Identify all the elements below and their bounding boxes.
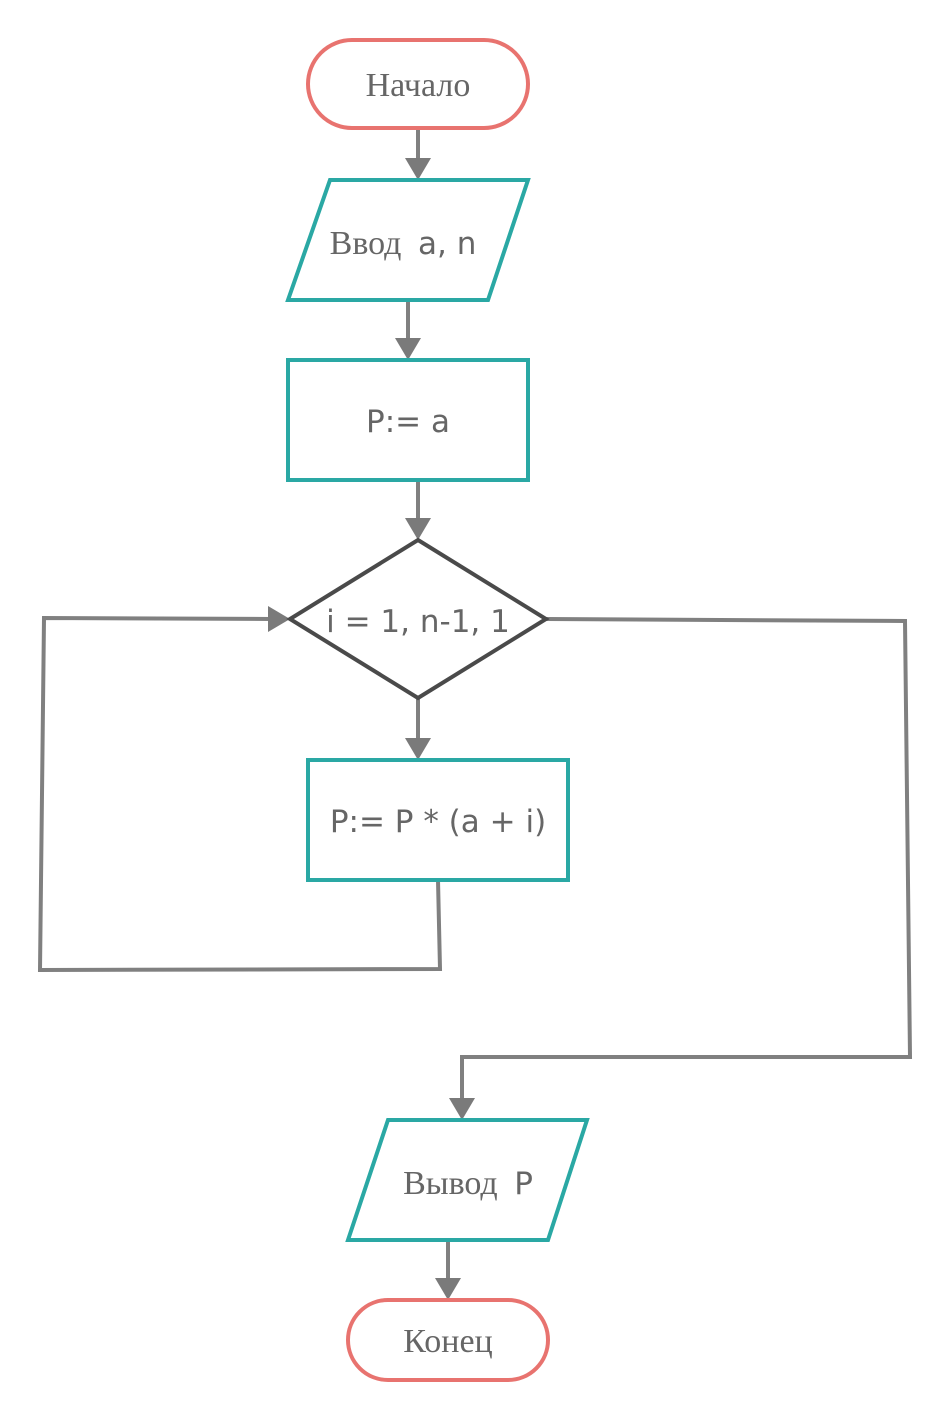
input-parallelogram bbox=[285, 178, 531, 302]
node-init-label: P:= a bbox=[366, 404, 450, 440]
node-input-label-word: Ввод bbox=[330, 225, 402, 262]
node-loop[interactable]: i = 1, n-1, 1 bbox=[286, 537, 550, 701]
arrowhead-icon bbox=[395, 338, 421, 360]
node-input-label: Ввод a, n bbox=[330, 225, 477, 262]
node-output-label: Вывод P bbox=[403, 1165, 533, 1202]
node-loop-label: i = 1, n-1, 1 bbox=[326, 604, 510, 640]
arrowhead-icon bbox=[405, 738, 431, 760]
edge-init-to-loop bbox=[405, 480, 431, 540]
terminal-shape bbox=[346, 1298, 550, 1382]
node-input[interactable]: Ввод a, n bbox=[285, 178, 531, 302]
terminal-shape bbox=[306, 38, 530, 130]
node-start[interactable]: Начало bbox=[306, 38, 530, 130]
node-start-label: Начало bbox=[366, 67, 471, 104]
node-input-label-vars: a, n bbox=[418, 226, 476, 262]
node-body-label: P:= P * (a + i) bbox=[330, 804, 546, 840]
process-rect bbox=[286, 358, 530, 482]
node-output-label-vars: P bbox=[514, 1166, 533, 1202]
node-output-label-word: Вывод bbox=[403, 1165, 498, 1202]
arrowhead-icon bbox=[449, 1098, 475, 1120]
edge-loop-to-body bbox=[405, 698, 431, 760]
process-rect bbox=[306, 758, 570, 882]
edge-start-to-input bbox=[405, 128, 431, 180]
node-output[interactable]: Вывод P bbox=[345, 1118, 590, 1242]
node-end-label: Конец bbox=[403, 1323, 492, 1360]
node-body[interactable]: P:= P * (a + i) bbox=[306, 758, 570, 882]
node-end[interactable]: Конец bbox=[346, 1298, 550, 1382]
edge-input-to-init bbox=[395, 300, 421, 360]
arrowhead-icon bbox=[435, 1278, 461, 1300]
edge-body-loopback bbox=[37, 606, 443, 973]
arrowhead-icon bbox=[405, 518, 431, 540]
output-parallelogram bbox=[345, 1118, 590, 1242]
edge-loop-exit bbox=[449, 617, 913, 1120]
loop-diamond bbox=[286, 537, 550, 701]
arrowhead-icon bbox=[405, 158, 431, 180]
arrowhead-icon bbox=[268, 606, 290, 632]
edge-output-to-end bbox=[435, 1240, 461, 1300]
node-init[interactable]: P:= a bbox=[286, 358, 530, 482]
